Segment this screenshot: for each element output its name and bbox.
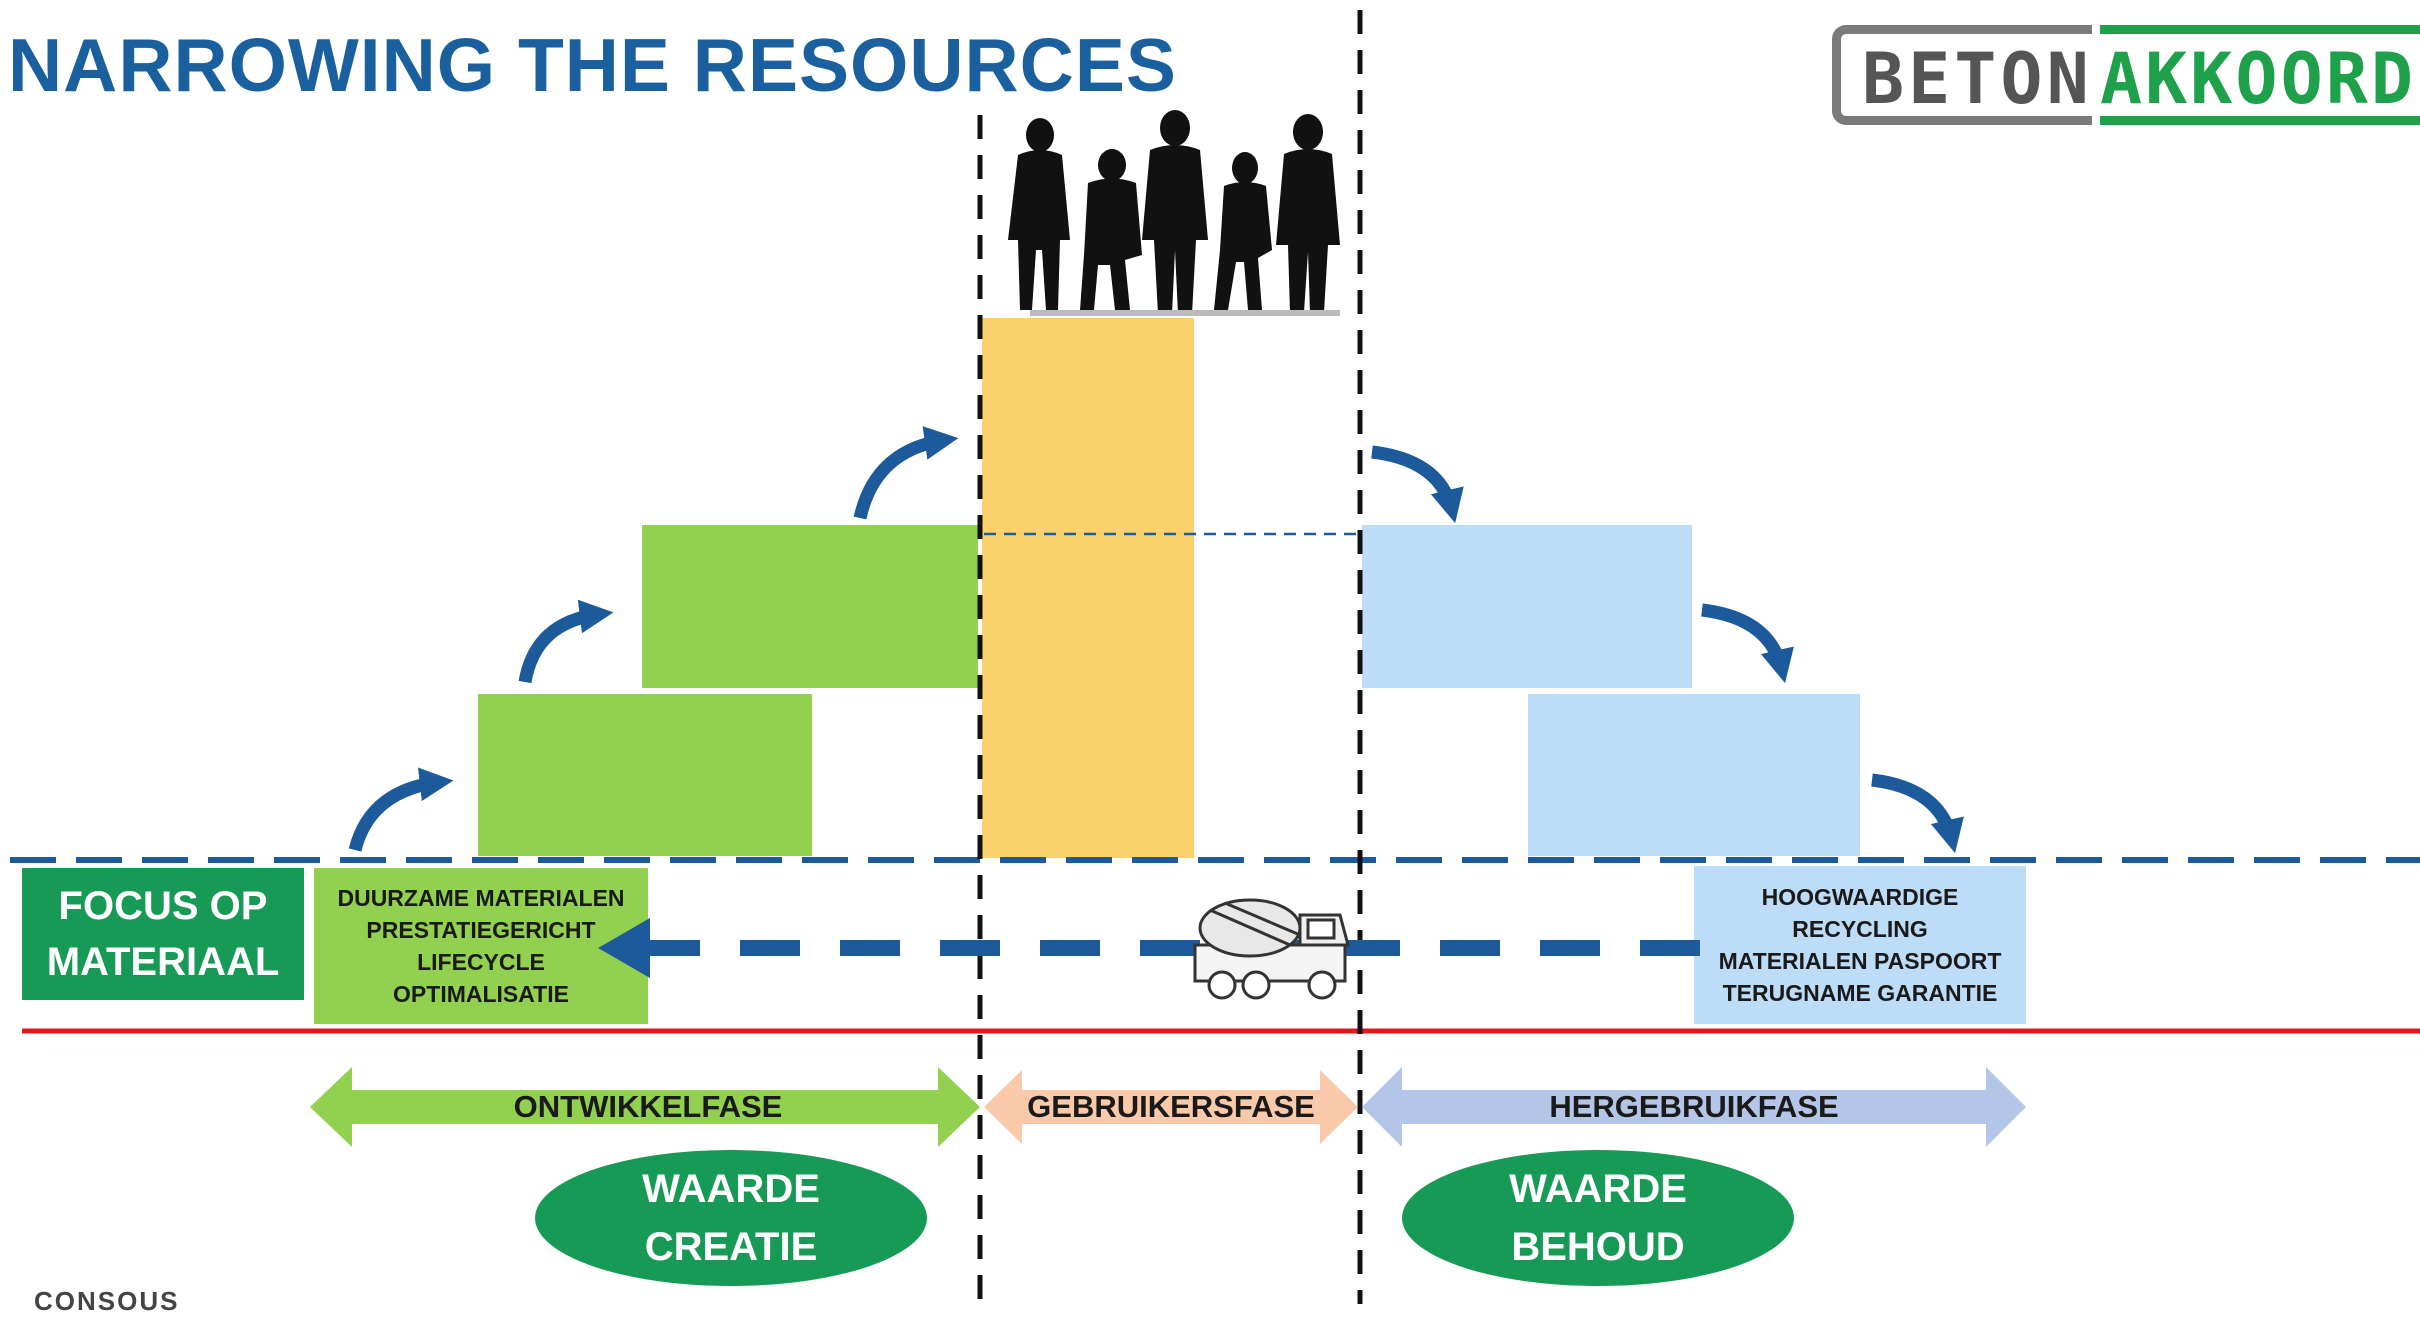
logo-green-bar-top (2100, 25, 2420, 34)
reuse-step-1 (1362, 525, 1692, 688)
develop-criteria-box: DUURZAME MATERIALEN PRESTATIEGERICHT LIF… (314, 868, 648, 1024)
value-retention-oval: WAARDE BEHOUD (1402, 1150, 1794, 1286)
use-phase-block (982, 318, 1194, 858)
develop-criterion: DUURZAME MATERIALEN (337, 885, 625, 911)
develop-phase-label: ONTWIKKELFASE (513, 1089, 783, 1124)
cement-mixer-truck-icon (1193, 898, 1350, 1000)
reuse-phase-arrow (1362, 1067, 2026, 1147)
develop-criterion: PRESTATIEGERICHT (366, 917, 596, 943)
value-creation-oval: WAARDE CREATIE (535, 1150, 927, 1286)
curved-arrow-down-3 (1871, 773, 1964, 854)
value-creation-line-1: WAARDE (642, 1167, 820, 1211)
curved-arrow-up-3 (853, 426, 959, 520)
curved-arrow-down-2 (1701, 603, 1794, 684)
focus-material-box: FOCUS OP MATERIAAL (22, 868, 304, 1000)
value-retention-line-2: BEHOUD (1511, 1225, 1685, 1269)
develop-criterion: LIFECYCLE (417, 949, 545, 975)
betonakkoord-logo: BETON AKKOORD (1832, 20, 2420, 132)
reuse-step-2 (1528, 694, 1860, 856)
curved-arrow-down-1 (1371, 445, 1464, 524)
logo-text-beton: BETON (1862, 38, 2093, 120)
reuse-criterion: HOOGWAARDIGE (1761, 884, 1959, 910)
develop-criterion: OPTIMALISATIE (393, 981, 569, 1007)
reuse-criterion: RECYCLING (1792, 916, 1928, 942)
logo-bracket (1832, 25, 2092, 125)
reuse-criterion: MATERIALEN PASPOORT (1718, 948, 2002, 974)
develop-phase-arrow (310, 1067, 980, 1147)
reuse-criteria-box: HOOGWAARDIGE RECYCLING MATERIALEN PASPOO… (1694, 866, 2026, 1024)
curved-arrow-up-1 (348, 767, 454, 852)
logo-green-bar-bottom (2100, 116, 2420, 125)
develop-step-2 (642, 525, 978, 688)
use-phase-arrow (984, 1070, 1358, 1144)
feedback-arrowhead (598, 918, 650, 978)
curved-arrow-up-2 (518, 599, 614, 684)
value-retention-line-1: WAARDE (1509, 1167, 1687, 1211)
use-phase-label: GEBRUIKERSFASE (1027, 1089, 1315, 1124)
develop-step-1 (478, 694, 812, 856)
focus-line-2: MATERIAAL (46, 940, 280, 984)
reuse-criterion: TERUGNAME GARANTIE (1722, 980, 1998, 1006)
logo-text-akkoord: AKKOORD (2100, 38, 2417, 120)
business-people-icon (1008, 110, 1340, 316)
footer-brand: CONSOUS (34, 1286, 180, 1316)
reuse-phase-label: HERGEBRUIKFASE (1549, 1089, 1839, 1124)
focus-line-1: FOCUS OP (58, 884, 268, 928)
page-title: NARROWING THE RESOURCES (8, 23, 1177, 107)
value-creation-line-2: CREATIE (644, 1225, 818, 1269)
